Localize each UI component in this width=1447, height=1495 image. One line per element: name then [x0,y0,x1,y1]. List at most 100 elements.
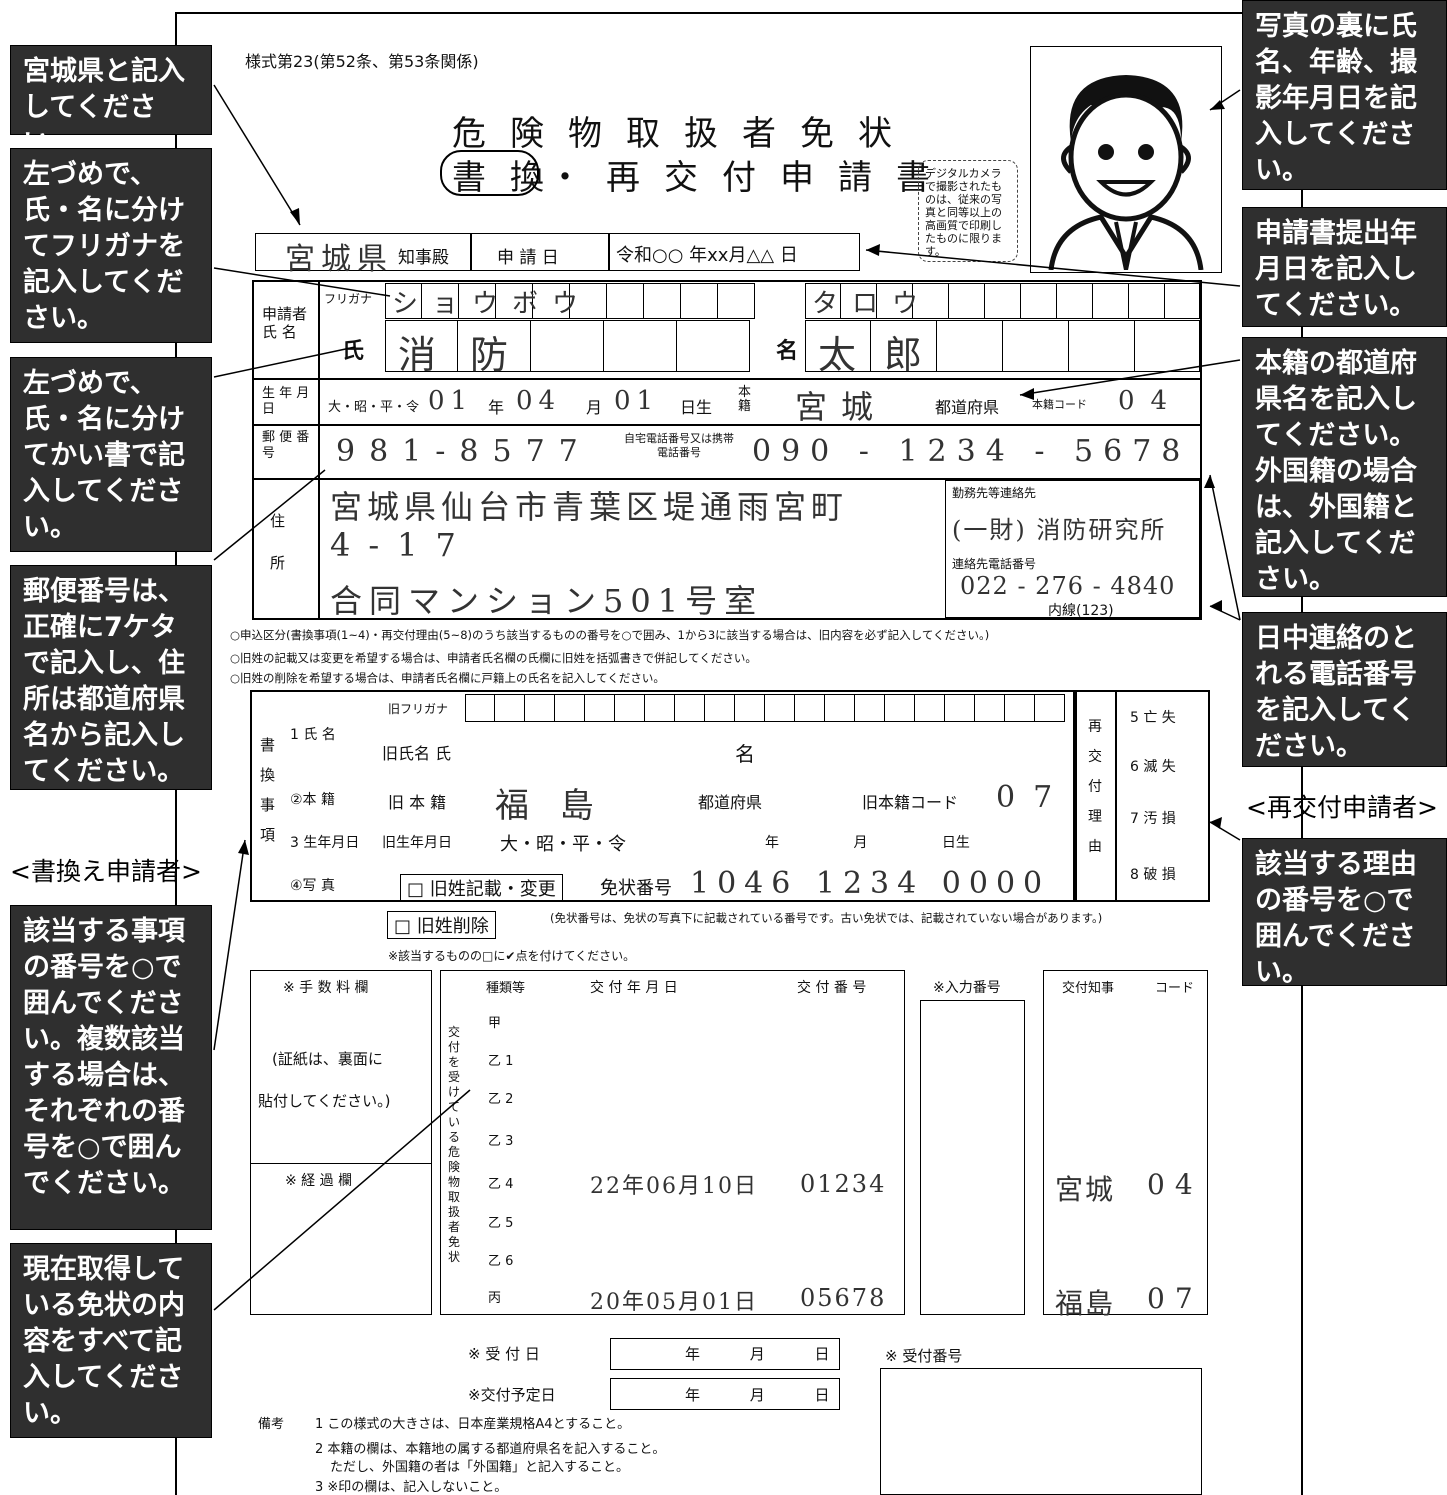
furigana-label: フリガナ [324,292,373,306]
phone-number[interactable]: 090 - 1234 - 5678 [752,434,1191,469]
remark-2b: ただし、外国籍の者は「外国籍」と記入すること。 [330,1460,630,1475]
otsu4-date[interactable]: 22年06月10日 [590,1174,758,1199]
furigana-last-cells [385,283,755,319]
old-birth-units: 年 月 日生 [765,835,970,851]
birth-year[interactable]: 01 [428,386,474,416]
hei-governor[interactable]: 福島 [1055,1287,1116,1320]
note-3: ○旧姓の削除を希望する場合は、申請者氏名欄に戸籍上の氏名を記入してください。 [230,671,665,685]
receipt-date-label: ※ 受 付 日 [468,1345,540,1363]
reason-8[interactable]: 8 破 損 [1130,867,1176,883]
row-honseki[interactable]: ②本 籍 [290,792,336,808]
contact-extension[interactable]: 内線(123) [1048,603,1114,619]
planned-date-units: 年 月 日 [685,1386,830,1404]
first-name-label: 名 [776,339,799,364]
kind-7: 乙 6 [488,1254,514,1269]
prefecture-row [255,233,860,271]
address-line2[interactable]: 4-17 [330,526,474,564]
pref-suffix: 都道府県 [935,398,1000,417]
prefecture-handwritten[interactable]: 宮城県 [285,242,393,277]
fee-note-1: (証紙は、裏面に [272,1050,383,1068]
hei-number[interactable]: 05678 [800,1284,887,1312]
old-birth-label: 旧生年月日 [382,835,452,851]
last-name[interactable]: 消防 [398,333,543,377]
callout-honseki: 本籍の都道府県名を記入してください。外国籍の場合は、外国籍と記入してください。 [1242,337,1447,597]
apply-date-label: 申 請 日 [497,248,559,268]
month-unit: 月 [586,398,603,417]
address-line3[interactable]: 合同マンション501号室 [330,582,764,620]
callout-prefecture: 宮城県と記入してください。 [10,45,212,159]
callout-photo: 写真の裏に氏名、年齢、撮影年月日を記入してください。 [1242,0,1447,190]
old-code-label: 旧本籍コード [862,793,959,812]
th-governor: 交付知事 [1062,981,1115,996]
reason-5[interactable]: 5 亡 失 [1130,710,1176,726]
address-line1[interactable]: 宮城県仙台市青葉区堤通雨宮町 [330,488,849,526]
callout-furigana: 左づめで、氏・名に分けてフリガナを記入してください。 [10,148,212,343]
otsu4-code[interactable]: 04 [1147,1168,1203,1201]
old-furigana-label: 旧フリガナ [388,702,449,716]
honseki[interactable]: 宮城 [795,388,888,426]
callout-rewrite-items: 該当する事項の番号を○で囲んでください。複数該当する場合は、それぞれの番号を○で… [10,905,212,1230]
label-reissue-applicant: <再交付申請者> [1246,793,1438,822]
birth-month[interactable]: 04 [516,386,562,416]
note-1: ○申込区分(書換事項(1~4)・再交付理由(5~8)のうち該当するものの番号を○… [230,628,990,642]
phone-label: 自宅電話番号又は携帯電話番号 [624,432,734,459]
th-code: コード [1155,981,1195,996]
held-license-table [440,970,905,1315]
receipt-date-units: 年 月 日 [685,1345,830,1363]
form-number: 様式第23(第52条、第53条関係) [245,52,479,71]
fee-label: ※ 手 数 料 欄 [283,980,369,996]
maiden-delete-checkbox[interactable]: □ 旧姓削除 [387,911,496,939]
license-note: (免状番号は、免状の写真下に記載されている番号です。古い免状では、記載されていな… [550,911,1103,925]
otsu4-governor[interactable]: 宮城 [1055,1173,1116,1206]
remark-2: 2 本籍の欄は、本籍地の属する都道府県名を記入すること。 [315,1442,666,1457]
row-photo[interactable]: ④写 真 [290,878,336,894]
governor-table [1043,970,1208,1315]
hei-date[interactable]: 20年05月01日 [590,1290,758,1315]
furigana-first[interactable]: タロウ [812,289,933,319]
otsu4-number[interactable]: 01234 [800,1170,887,1198]
reissue-block [1075,690,1210,902]
address-label: 住 所 [270,512,286,572]
form-title: 危険物取扱者免状 [452,114,916,154]
apply-date[interactable]: 令和○○ 年ⅹⅹ月△△ 日 [616,245,798,266]
contact-phone[interactable]: 022 - 276 - 4840 [960,572,1176,600]
rewrite-block [250,690,1075,902]
reason-6[interactable]: 6 滅 失 [1130,759,1176,775]
reissue-label: 再交付理由 [1088,719,1102,855]
kind-3: 乙 2 [488,1092,514,1107]
receipt-date-box [610,1338,840,1370]
day-unit: 日生 [680,398,713,417]
reason-7[interactable]: 7 汚 損 [1130,811,1176,827]
furigana-last[interactable]: ショウボウ [392,289,593,319]
callout-postal: 郵便番号は、正確に7ケタで記入し、住所は都道府県名から記入してください。 [10,565,212,790]
postal-code[interactable]: 981-8577 [336,434,592,469]
name-label: 申請者 氏 名 [262,305,308,341]
old-honseki[interactable]: 福 島 [495,786,604,826]
first-name[interactable]: 太郎 [818,333,951,377]
callout-apply-date: 申請書提出年月日を記入してください。 [1242,207,1447,327]
birth-label: 生 年 月 日 [262,386,310,417]
license-number[interactable]: 1046 1234 0000 [690,866,1051,901]
work-name[interactable]: (一財) 消防研究所 [952,516,1167,544]
remarks-label: 備考 [258,1417,285,1432]
old-code[interactable]: 07 [996,780,1071,815]
row-name[interactable]: 1 氏 名 [290,727,336,743]
row-birth[interactable]: 3 生年月日 [290,835,360,851]
contact-label: 連絡先電話番号 [952,557,1037,571]
label-rewrite-applicant: <書換え申請者> [10,857,202,886]
honseki-code[interactable]: 04 [1118,386,1184,416]
last-name-cells [385,320,750,372]
old-furigana-cells [465,694,1065,722]
year-unit: 年 [488,398,505,417]
callout-current-license: 現在取得している免状の内容をすべて記入してください。 [10,1243,212,1438]
maiden-change-checkbox[interactable]: □ 旧姓記載・変更 [400,874,563,902]
planned-date-box [610,1378,840,1410]
fee-note-2: 貼付してください。) [258,1092,391,1110]
th-kind: 種類等 [486,981,526,996]
person-photo-icon [1048,75,1204,271]
receipt-number-label: ※ 受付番号 [885,1347,963,1365]
birth-day[interactable]: 01 [614,386,660,416]
hei-code[interactable]: 07 [1147,1282,1203,1315]
kind-8: 丙 [488,1291,502,1306]
